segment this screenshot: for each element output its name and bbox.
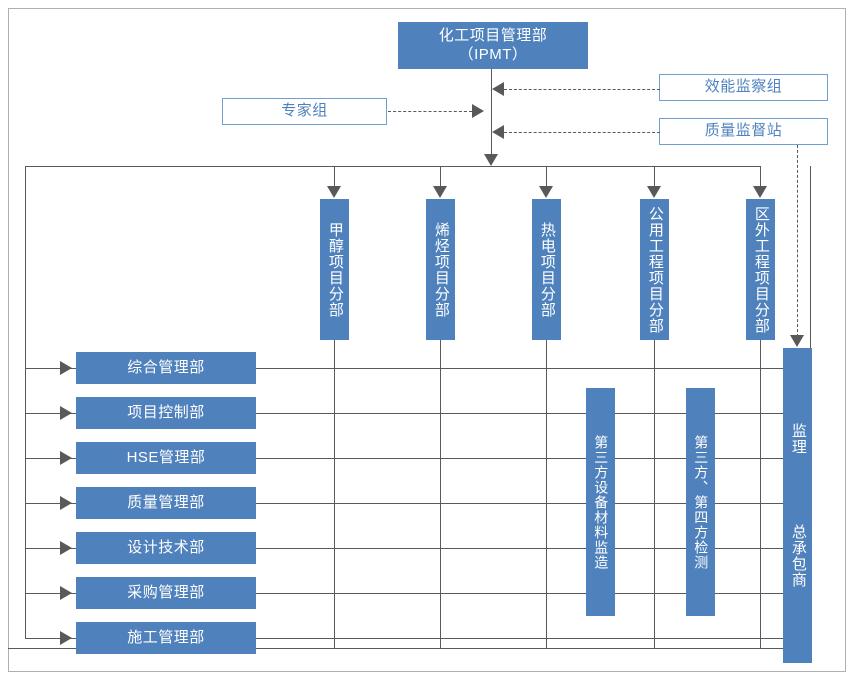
node-department-design-technology-label: 设计技术部	[127, 538, 205, 556]
node-quality-supervision[interactable]: 质量监督站	[659, 118, 828, 145]
node-division-offsite[interactable]: 区外工程项目分部	[746, 199, 775, 340]
node-department-construction-label: 施工管理部	[127, 628, 205, 646]
node-division-olefin-label: 烯烃项目分部	[432, 221, 450, 318]
department-arrow-5	[60, 541, 72, 555]
node-efficiency-supervision-label: 效能监察组	[704, 78, 783, 96]
node-expert-group[interactable]: 专家组	[222, 98, 387, 125]
division-arrow-2	[433, 186, 447, 198]
node-supervision-label: 监理	[789, 422, 807, 455]
quality-supervision-arrowhead	[492, 125, 504, 139]
node-department-general-management[interactable]: 综合管理部	[76, 352, 256, 384]
node-division-methanol-label: 甲醇项目分部	[326, 221, 344, 318]
node-department-design-technology[interactable]: 设计技术部	[76, 532, 256, 564]
division-arrow-4	[647, 186, 661, 198]
node-division-methanol[interactable]: 甲醇项目分部	[320, 199, 349, 340]
node-department-quality-label: 质量管理部	[127, 493, 205, 511]
expert-group-connector	[388, 111, 472, 112]
matrix-left-spine	[25, 166, 26, 638]
node-expert-group-label: 专家组	[281, 102, 328, 120]
node-ipmt-line1: 化工项目管理部	[438, 26, 548, 44]
department-arrow-3	[60, 451, 72, 465]
division-stem-1	[334, 166, 335, 188]
node-third-party-fourth-party-testing-label: 第三方、第四方检测	[693, 434, 710, 570]
matrix-bottom-frame	[8, 648, 811, 649]
matrix-col-line-1	[334, 340, 335, 648]
node-division-utilities-label: 公用工程项目分部	[646, 205, 664, 334]
node-department-procurement[interactable]: 采购管理部	[76, 577, 256, 609]
quality-supervision-connector	[504, 132, 660, 133]
matrix-col-line-4	[654, 340, 655, 648]
matrix-col-line-5	[760, 340, 761, 648]
quality-supervision-to-contractor-line	[797, 145, 798, 337]
department-arrow-1	[60, 361, 72, 375]
matrix-row-line-6	[25, 593, 810, 594]
node-ipmt[interactable]: 化工项目管理部 （IPMT）	[398, 22, 588, 69]
department-arrow-7	[60, 631, 72, 645]
node-department-procurement-label: 采购管理部	[127, 583, 205, 601]
matrix-col-line-3	[546, 340, 547, 648]
efficiency-supervision-connector	[504, 89, 660, 90]
division-arrow-5	[753, 186, 767, 198]
division-arrow-3	[539, 186, 553, 198]
node-department-project-control[interactable]: 项目控制部	[76, 397, 256, 429]
division-stem-3	[546, 166, 547, 188]
department-arrow-6	[60, 586, 72, 600]
ipmt-trunk-arrow	[484, 154, 498, 166]
page-border	[8, 8, 846, 672]
node-department-hse[interactable]: HSE管理部	[76, 442, 256, 474]
node-quality-supervision-label: 质量监督站	[704, 122, 783, 140]
division-arrow-1	[327, 186, 341, 198]
node-department-project-control-label: 项目控制部	[127, 403, 205, 421]
node-division-thermal-power[interactable]: 热电项目分部	[532, 199, 561, 340]
department-arrow-4	[60, 496, 72, 510]
division-stem-2	[440, 166, 441, 188]
node-third-party-equipment-inspection[interactable]: 第三方设备材料监造	[586, 388, 615, 616]
matrix-row-line-2	[25, 413, 810, 414]
node-efficiency-supervision[interactable]: 效能监察组	[659, 74, 828, 101]
department-arrow-2	[60, 406, 72, 420]
matrix-row-line-3	[25, 458, 810, 459]
division-stem-5	[760, 166, 761, 188]
matrix-row-line-7	[25, 638, 810, 639]
quality-supervision-to-contractor-arrow	[790, 335, 804, 347]
node-department-construction[interactable]: 施工管理部	[76, 622, 256, 654]
division-stem-4	[654, 166, 655, 188]
matrix-col-line-2	[440, 340, 441, 648]
node-ipmt-line2: （IPMT）	[458, 45, 528, 63]
node-supervision-contractor-column[interactable]: 监理 总承包商	[783, 348, 812, 663]
node-third-party-fourth-party-testing[interactable]: 第三方、第四方检测	[686, 388, 715, 616]
node-third-party-equipment-inspection-label: 第三方设备材料监造	[593, 434, 610, 570]
node-division-utilities[interactable]: 公用工程项目分部	[640, 199, 669, 340]
matrix-row-line-5	[25, 548, 810, 549]
main-bus-line	[25, 166, 761, 167]
node-division-offsite-label: 区外工程项目分部	[752, 205, 770, 334]
node-general-contractor-label: 总承包商	[789, 524, 807, 589]
matrix-row-line-1	[25, 368, 810, 369]
node-department-hse-label: HSE管理部	[126, 448, 206, 466]
efficiency-supervision-arrowhead	[492, 82, 504, 96]
ipmt-trunk-line	[491, 69, 492, 160]
matrix-row-line-4	[25, 503, 810, 504]
node-division-thermal-power-label: 热电项目分部	[538, 221, 556, 318]
node-department-quality[interactable]: 质量管理部	[76, 487, 256, 519]
expert-group-arrowhead	[472, 104, 484, 118]
node-division-olefin[interactable]: 烯烃项目分部	[426, 199, 455, 340]
node-department-general-management-label: 综合管理部	[127, 358, 205, 376]
